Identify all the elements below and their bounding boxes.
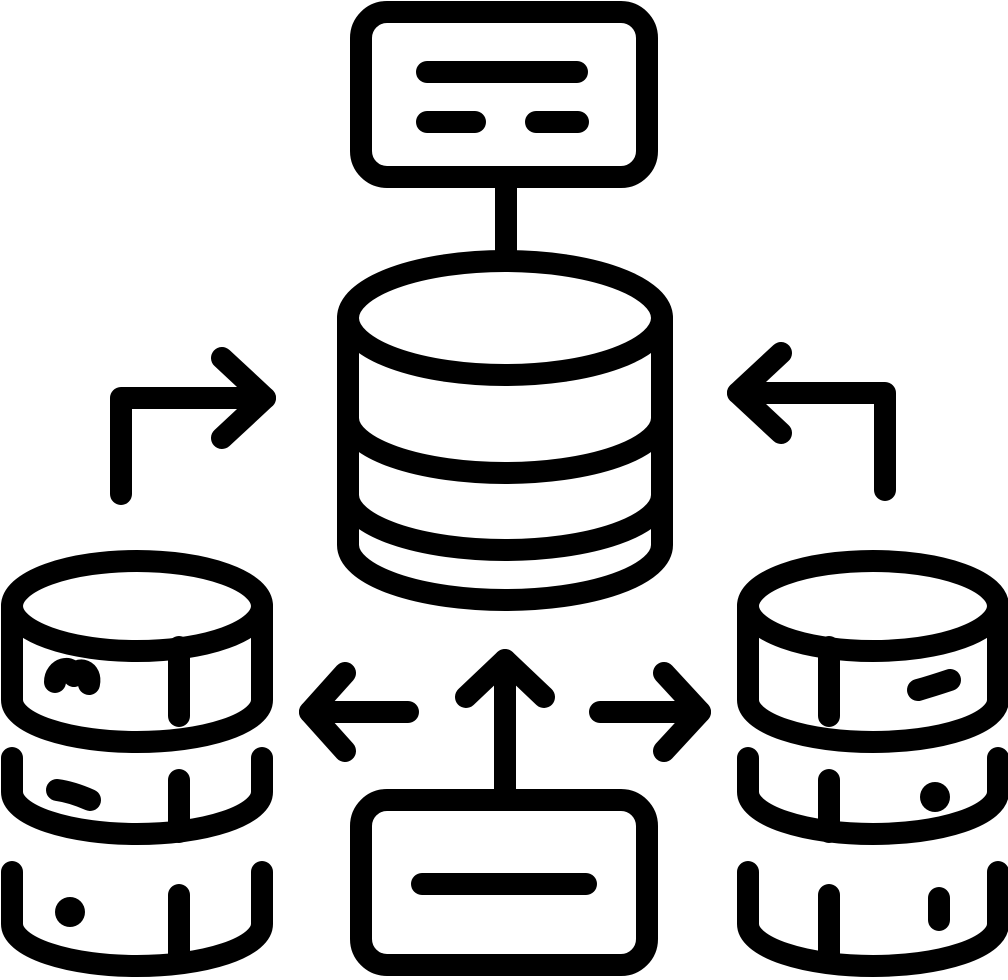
top-card-frame [350,1,658,188]
central-db-ring [337,484,673,561]
left-arrow-head [211,347,276,449]
left-server-stack-icon [1,550,273,977]
left-server-top [1,550,273,662]
right-server-indicator [907,669,961,701]
right-arrow-head [727,342,792,444]
central-db-top [337,250,673,386]
bottom-card-frame [350,789,658,976]
outbound-up-head [455,649,555,708]
outbound-right-arrow-icon [589,662,711,762]
left-server-indicator [44,657,101,695]
right-server-top [737,550,1008,662]
left-server-dot [55,897,85,927]
right-server-dot [920,782,950,812]
top-document-card [350,1,658,188]
right-arrow-shaft [727,382,896,501]
central-db-body [337,307,673,611]
outbound-right-head [653,662,711,762]
central-db-ring [337,407,673,484]
left-inbound-arrow-icon [110,347,276,505]
left-arrow-shaft [110,387,276,505]
central-database-icon [337,250,673,611]
right-server-body [737,595,1008,753]
left-server-body [1,595,273,753]
left-server-unit [1,861,273,977]
right-inbound-arrow-icon [727,342,896,501]
outbound-left-head [299,662,356,762]
right-server-stack-icon [737,550,1008,977]
left-server-indicator [46,779,101,811]
left-server-unit [1,747,273,845]
right-server-unit [737,747,1008,845]
bottom-document-card [350,789,658,976]
right-server-unit [737,861,1008,977]
outbound-left-arrow-icon [299,662,419,762]
outbound-up-arrow-icon [455,649,555,811]
